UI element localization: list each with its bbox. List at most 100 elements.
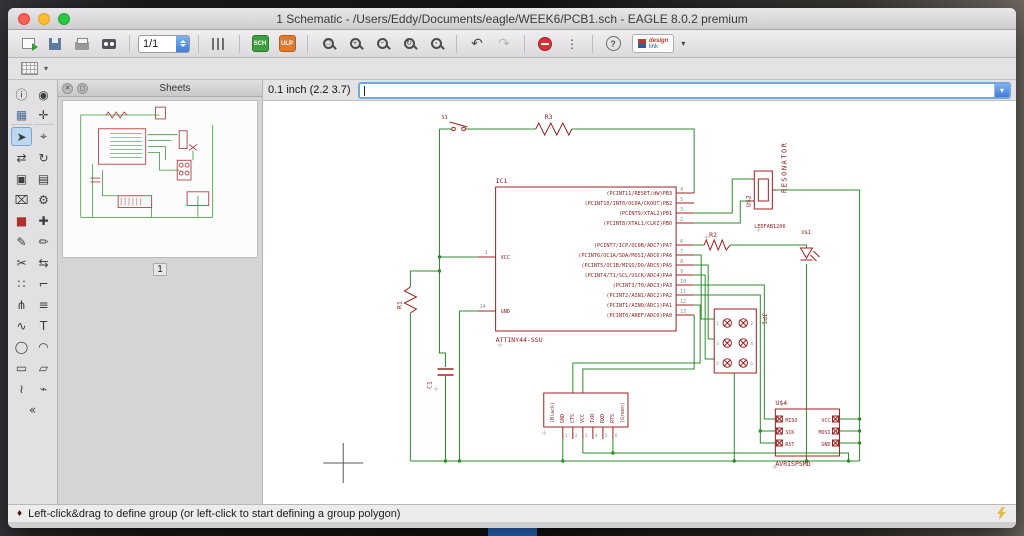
sheets-detach-button[interactable]: ◻ — [77, 82, 88, 94]
circle-tool[interactable]: ◯ — [14, 339, 29, 354]
open-button[interactable] — [16, 33, 40, 54]
component-ic1[interactable]: IC1 ATTINY44-SSU VCC GND 1 14 (PCINT11/R… — [477, 177, 695, 344]
status-bar: ♦ Left-click&drag to define group (or le… — [8, 504, 1016, 522]
stop-icon — [538, 36, 552, 51]
zoom-in-button[interactable]: + — [343, 33, 367, 54]
component-r3[interactable]: R3 — [535, 113, 573, 137]
design-link-button[interactable]: design link — [632, 34, 675, 53]
component-r2[interactable]: R2 — [703, 231, 731, 252]
value-tool[interactable]: ✏ — [38, 234, 49, 249]
grid-button[interactable] — [17, 58, 41, 79]
sheets-panel: ✕ ◻ Sheets — [58, 80, 263, 504]
schematic-canvas[interactable]: IC1 ATTINY44-SSU VCC GND 1 14 (PCINT11/R… — [263, 101, 1016, 504]
display-tool[interactable]: ▦ — [11, 106, 32, 125]
zoom-fit-button[interactable]: □ — [316, 33, 340, 54]
component-ftdi[interactable]: (Black) GND CTS VCC TXD RXD RTS (Green) … — [543, 392, 629, 439]
zoom-out-icon: − — [376, 38, 388, 49]
arc-tool[interactable]: ◠ — [38, 339, 49, 354]
command-line[interactable]: ▾ — [357, 81, 1011, 99]
help-button[interactable]: ? — [601, 33, 625, 54]
cam-button[interactable] — [97, 33, 121, 54]
more-options-button[interactable]: ⋮ — [560, 33, 584, 54]
component-isp[interactable]: MISO SCK RST VCC MOSI GND U$4 AVRISPSMD — [774, 399, 841, 468]
zoom-redraw-button[interactable]: ↻ — [397, 33, 421, 54]
component-resonator[interactable]: U$2 RESONATOR — [744, 142, 788, 210]
isp-pin-label: VCC — [821, 418, 830, 424]
sheet-thumbnail-number[interactable]: 1 — [153, 263, 167, 276]
zoom-select-button[interactable]: ▫ — [424, 33, 448, 54]
copy-tool[interactable]: ▣ — [15, 171, 28, 186]
ic1-pin-number: 14 — [480, 304, 486, 310]
grid-dropdown-arrow[interactable]: ▾ — [44, 64, 49, 73]
paint-tool[interactable]: ■ — [15, 213, 28, 228]
pinswap-tool[interactable]: ⇆ — [38, 255, 49, 270]
close-button[interactable] — [18, 13, 30, 25]
ic1-pin-label: (PCINT4/T1/SCL/USCK/ADC4)PA4 — [585, 273, 673, 279]
library-button[interactable] — [207, 33, 231, 54]
split-tool[interactable]: ⋔ — [16, 297, 27, 312]
dock-item — [488, 528, 537, 536]
isp-ref: U$4 — [775, 399, 787, 407]
ic1-pin-number: 2 — [680, 217, 683, 223]
titlebar[interactable]: 1 Schematic - /Users/Eddy/Documents/eagl… — [8, 8, 1016, 30]
sheet-selector[interactable]: 1/1 — [138, 34, 190, 53]
invoke-tool[interactable]: ≡ — [38, 297, 49, 312]
info-tool[interactable]: ⓘ — [15, 88, 28, 102]
rotate-tool[interactable]: ↻ — [38, 150, 49, 165]
sheet-thumbnail[interactable] — [62, 100, 258, 258]
ic1-pin-label: (PCINT5/OC1B/MISO/DO/ADC5)PA5 — [581, 263, 672, 269]
show-tool[interactable]: ◉ — [38, 87, 49, 102]
component-s1[interactable]: S1 — [441, 115, 468, 132]
mark-tool[interactable]: ✛ — [33, 106, 54, 125]
move-tool[interactable]: ⌖ — [40, 129, 47, 143]
delete-tool[interactable]: ⌧ — [14, 192, 29, 207]
led-ref: U$1 — [801, 230, 810, 236]
bus-tool[interactable]: ≀ — [19, 381, 24, 396]
paste-tool[interactable]: ▤ — [37, 171, 50, 186]
isp-pin-label: MISO — [785, 418, 797, 424]
collapse-palette[interactable]: « — [28, 402, 37, 417]
rect-tool[interactable]: ▭ — [15, 360, 28, 375]
isp-pin-label: GND — [821, 442, 830, 448]
stop-button[interactable] — [533, 33, 557, 54]
jp1-pin-number: 3 — [716, 341, 719, 347]
zoom-button[interactable] — [58, 13, 70, 25]
print-button[interactable] — [70, 33, 94, 54]
component-jp1[interactable]: 1 2 3 4 5 6 JP1 — [713, 308, 768, 374]
switch-to-board-button[interactable]: SCH — [248, 33, 272, 54]
grid-icon — [20, 62, 38, 75]
design-link-dropdown[interactable]: ▾ — [677, 39, 689, 48]
mirror-tool[interactable]: ⇄ — [16, 150, 27, 165]
save-button[interactable] — [43, 33, 67, 54]
origin-cross-marks — [433, 227, 778, 470]
text-tool[interactable]: T — [39, 318, 48, 333]
command-history-dropdown[interactable]: ▾ — [994, 83, 1009, 97]
add-part-tool[interactable]: ✚ — [38, 213, 49, 228]
net-tool[interactable]: ⌁ — [39, 381, 48, 396]
sheets-close-button[interactable]: ✕ — [62, 82, 73, 94]
ftdi-label: TXD — [590, 414, 596, 423]
ic1-pin-number: 11 — [680, 289, 686, 295]
minimize-button[interactable] — [38, 13, 50, 25]
run-ulp-button[interactable]: ULP — [275, 33, 299, 54]
ic1-pin-number: 3 — [680, 207, 683, 213]
sheet-selector-stepper[interactable] — [176, 35, 189, 52]
isp-pin-label: RST — [785, 442, 794, 448]
name-tool[interactable]: ✎ — [16, 234, 27, 249]
ratsnest-tool[interactable]: ∷ — [17, 276, 26, 291]
command-input[interactable] — [359, 84, 994, 96]
group-tool[interactable]: ➤ — [11, 127, 32, 146]
change-tool[interactable]: ⚙ — [38, 192, 49, 207]
polygon-tool[interactable]: ▱ — [38, 360, 49, 375]
component-led[interactable]: LEDFAB1206 U$1 — [754, 224, 820, 262]
smash-tool[interactable]: ✂ — [16, 255, 27, 270]
jp1-pin-number: 2 — [750, 321, 753, 327]
zoom-out-button[interactable]: − — [370, 33, 394, 54]
undo-button[interactable]: ↶ — [465, 33, 489, 54]
redo-button[interactable]: ↷ — [492, 33, 516, 54]
component-r1[interactable]: R1 — [395, 286, 418, 314]
net-wires[interactable] — [409, 128, 861, 462]
miter-tool[interactable]: ⌐ — [38, 276, 49, 291]
wire-tool[interactable]: ∿ — [16, 318, 27, 333]
component-c1[interactable]: C1 — [425, 368, 454, 389]
